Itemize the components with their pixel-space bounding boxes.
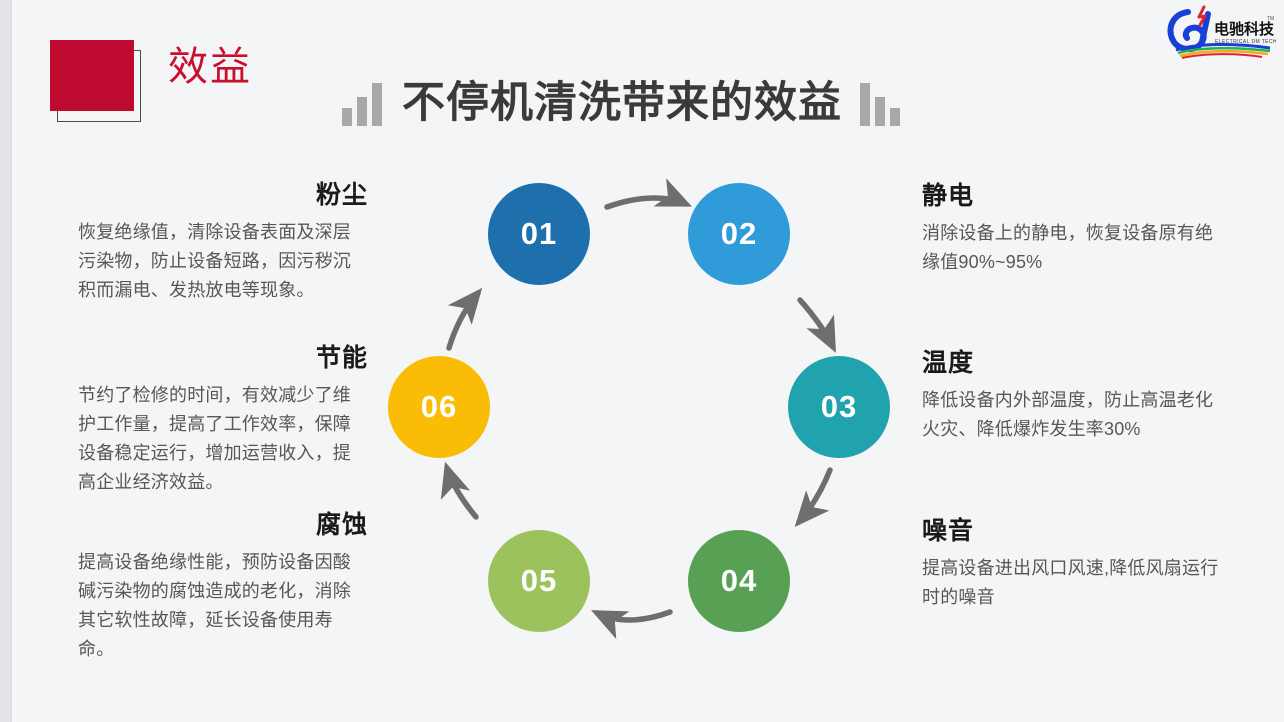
bar-chart-icon-left [342,82,382,126]
text-block-corrosion-body: 提高设备绝缘性能，预防设备因酸碱污染物的腐蚀造成的老化，消除其它软性故障，延长设… [78,551,351,659]
arrow-06-to-01 [446,287,483,351]
section-badge-fill [50,40,134,111]
text-block-temperature: 温度 降低设备内外部温度，防止高温老化火灾、降低爆炸发生率30% [922,349,1222,444]
svg-text:电驰科技: 电驰科技 [1214,20,1275,38]
text-block-static: 静电 消除设备上的静电，恢复设备原有绝缘值90%~95% [922,182,1222,277]
svg-text:TM: TM [1267,16,1274,22]
section-label: 效益 [168,45,252,89]
arrow-05-to-06 [440,461,479,520]
company-logo: 电驰科技 ELECTRICAL DM TECHNOLOGY TM [1158,4,1284,60]
cycle-node-04[interactable]: 04 [688,530,790,632]
cycle-node-06[interactable]: 06 [388,356,490,458]
bar-chart-icon-right [860,82,900,126]
left-edge-strip [0,0,11,722]
text-block-energy: 节能 节约了检修的时间，有效减少了维护工作量，提高了工作效率，保障设备稳定运行，… [78,344,368,497]
headline-row: 不停机清洗带来的效益 [342,68,900,126]
page-title: 不停机清洗带来的效益 [402,79,842,127]
text-block-temperature-body: 降低设备内外部温度，防止高温老化火灾、降低爆炸发生率30% [922,389,1214,439]
cycle-node-05[interactable]: 05 [488,530,590,632]
text-block-temperature-title: 温度 [922,349,975,377]
arrow-01-to-02 [604,178,693,210]
cycle-node-03[interactable]: 03 [788,356,890,458]
text-block-static-body: 消除设备上的静电，恢复设备原有绝缘值90%~95% [922,222,1214,272]
text-block-corrosion-title: 腐蚀 [315,511,368,539]
arrow-04-to-05 [591,609,673,640]
text-block-noise: 噪音 提高设备进出风口风速,降低风扇运行时的噪音 [922,517,1222,612]
text-block-energy-body: 节约了检修的时间，有效减少了维护工作量，提高了工作效率，保障设备稳定运行，增加运… [78,384,351,492]
text-block-noise-body: 提高设备进出风口风速,降低风扇运行时的噪音 [922,557,1219,607]
text-block-dust-body: 恢复绝缘值，清除设备表面及深层污染物，防止设备短路，因污秽沉积而漏电、发热放电等… [78,221,351,300]
arrow-02-to-03 [797,297,836,353]
svg-text:ELECTRICAL DM TECHNOLOGY: ELECTRICAL DM TECHNOLOGY [1215,39,1276,45]
text-block-energy-title: 节能 [315,344,368,372]
left-edge-divider [11,0,12,722]
section-badge [50,40,146,124]
text-block-dust-title: 粉尘 [315,181,368,209]
arrow-03-to-04 [794,467,833,527]
text-block-corrosion: 腐蚀 提高设备绝缘性能，预防设备因酸碱污染物的腐蚀造成的老化，消除其它软性故障，… [78,511,368,664]
text-block-noise-title: 噪音 [922,517,975,545]
cycle-node-01[interactable]: 01 [488,183,590,285]
cycle-node-02[interactable]: 02 [688,183,790,285]
text-block-dust: 粉尘 恢复绝缘值，清除设备表面及深层污染物，防止设备短路，因污秽沉积而漏电、发热… [78,181,368,305]
text-block-static-title: 静电 [922,182,975,210]
